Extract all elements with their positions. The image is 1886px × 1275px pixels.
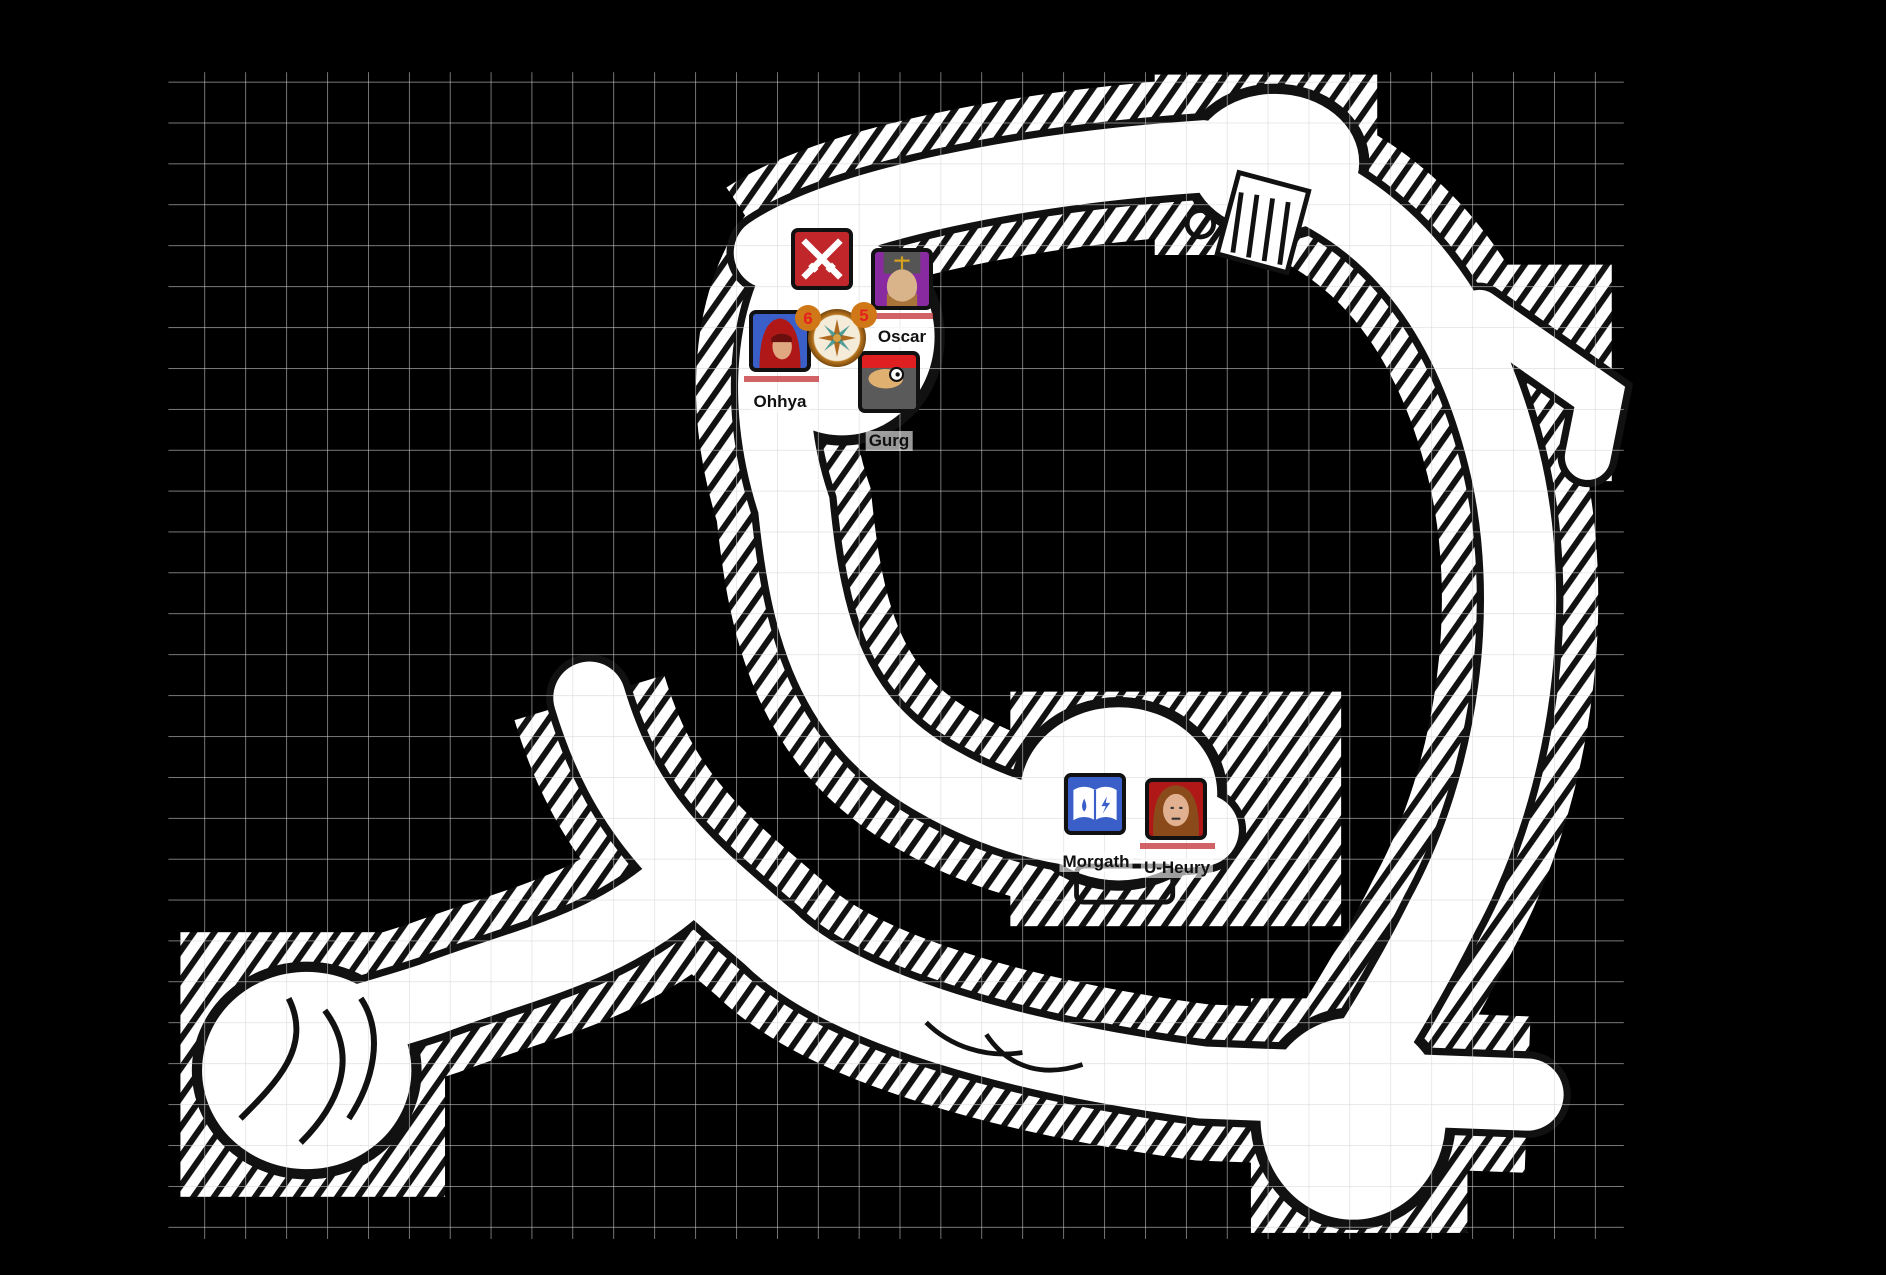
hooded-figure-portrait-icon — [759, 318, 801, 368]
warrior-portrait-icon — [1153, 785, 1199, 836]
token-u-heury[interactable] — [1145, 778, 1207, 840]
compass-icon — [818, 319, 856, 357]
oscar-health-bar — [875, 313, 933, 319]
crossed-swords-token[interactable] — [791, 228, 853, 290]
count-badge: 6 — [795, 305, 821, 331]
token-gurg[interactable] — [858, 351, 920, 413]
dwarf-portrait-icon — [862, 366, 916, 409]
crossed-swords-icon — [801, 238, 843, 280]
ohhya-health-bar — [744, 376, 819, 382]
token-label-u-heury: U-Heury — [1140, 858, 1214, 878]
token-label-ohhya: Ohhya — [750, 392, 810, 412]
token-oscar[interactable] — [871, 248, 933, 310]
judge-portrait-icon — [883, 252, 921, 306]
token-morgath[interactable] — [1064, 773, 1126, 835]
token-label-morgath: Morgath — [1059, 852, 1133, 872]
token-label-oscar: Oscar — [874, 327, 930, 347]
token-label-gurg: Gurg — [865, 431, 913, 451]
count-badge: 5 — [851, 302, 877, 328]
spellbook-icon — [1073, 786, 1117, 821]
u-heury-health-bar — [1140, 843, 1215, 849]
